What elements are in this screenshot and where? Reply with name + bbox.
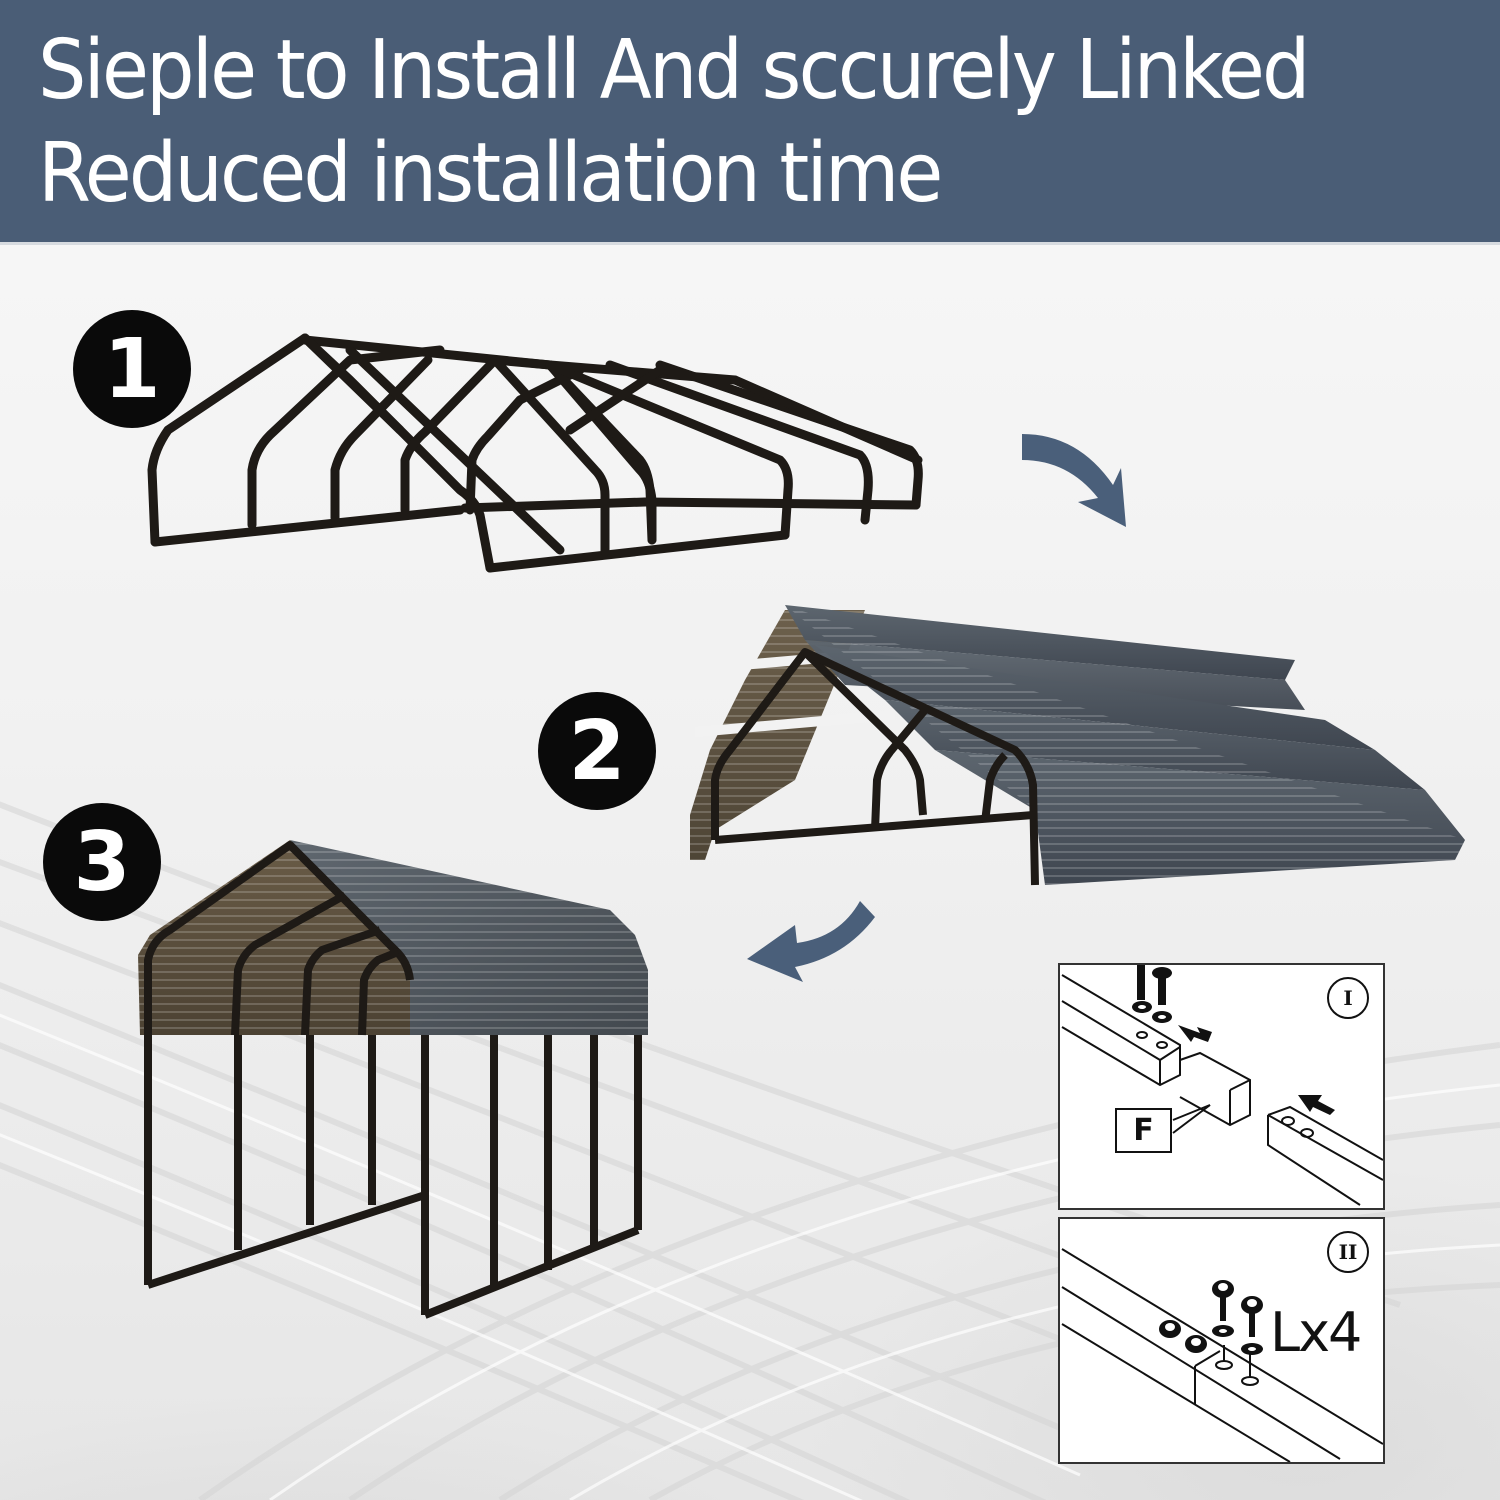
- carport-frame-icon: [147, 333, 923, 573]
- step-3-badge: 3: [43, 803, 161, 921]
- step-roman-numeral: I: [1327, 977, 1369, 1019]
- carport-completed-icon: [138, 840, 648, 1319]
- carport-partial-roof-icon: [690, 605, 1465, 886]
- quantity-label: Lx4: [1270, 1301, 1362, 1364]
- title-banner: Sieple to Install And sccurely Linked Re…: [0, 0, 1500, 245]
- headline-line-1: Sieple to Install And sccurely Linked: [38, 23, 1310, 118]
- step-number: 3: [73, 814, 131, 910]
- roman-numeral-text: II: [1338, 1240, 1358, 1264]
- part-label-text: F: [1133, 1113, 1154, 1148]
- curved-arrow-down-left-icon: [747, 901, 875, 982]
- step-2-badge: 2: [538, 692, 656, 810]
- connection-diagram-1: I F: [1058, 963, 1385, 1210]
- curved-arrow-down-right-icon: [1022, 434, 1126, 527]
- connection-diagram-2: II Lx4: [1058, 1217, 1385, 1464]
- tube-insert-illustration: [1061, 965, 1383, 1206]
- step-number: 2: [568, 703, 626, 799]
- roman-numeral-text: I: [1343, 986, 1353, 1010]
- step-number: 1: [103, 321, 161, 417]
- bolt-fastening-illustration: [1061, 1248, 1383, 1462]
- step-roman-numeral: II: [1327, 1231, 1369, 1273]
- part-label-f: F: [1115, 1108, 1172, 1153]
- headline-line-2: Reduced installation time: [38, 126, 943, 221]
- step-1-badge: 1: [73, 310, 191, 428]
